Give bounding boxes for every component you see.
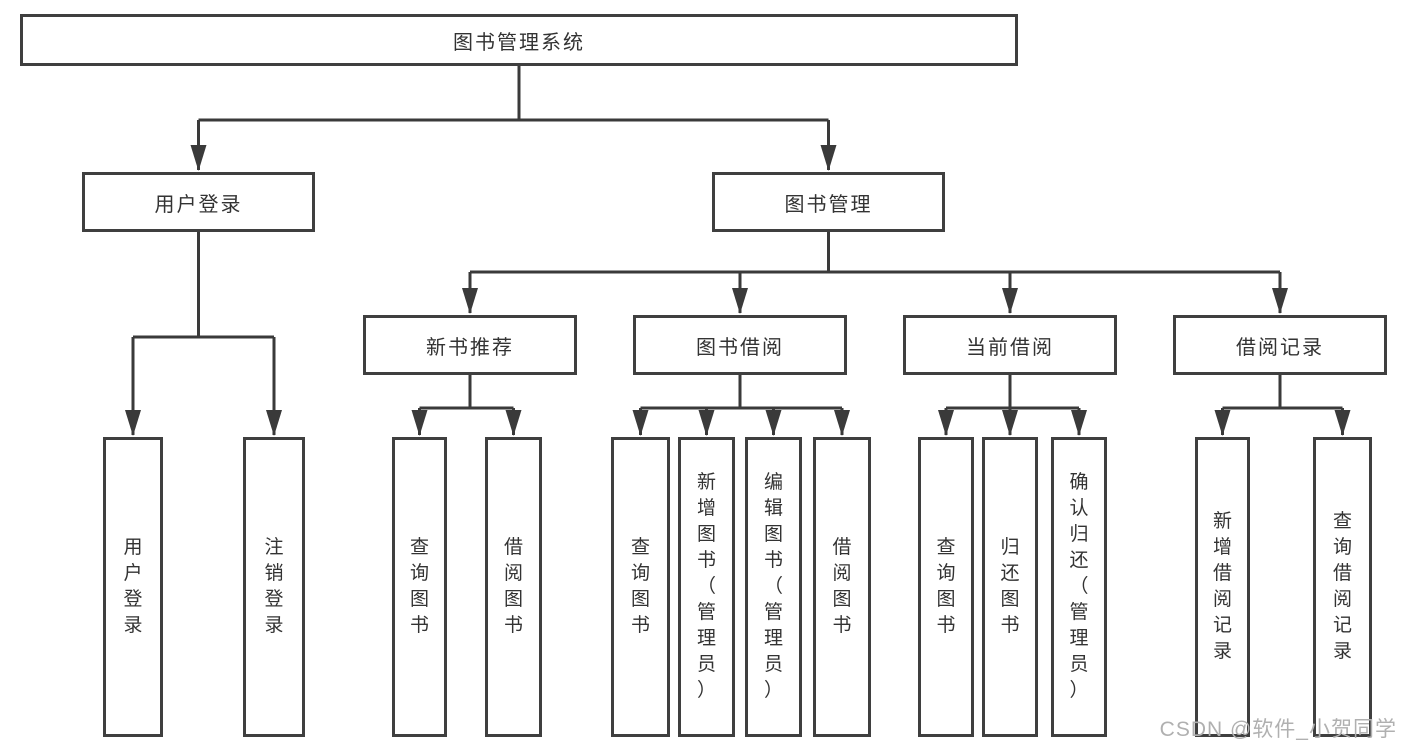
node-root-label: 图书管理系统	[453, 31, 585, 54]
leaf-add-borrow-record-label: 新增借阅记录	[1212, 511, 1232, 662]
leaf-user-login: 用户登录	[103, 437, 163, 737]
leaf-logout-label: 注销登录	[264, 537, 284, 636]
node-book-management-label: 图书管理	[784, 193, 873, 216]
leaf-add-book-admin: 新增图书（管理员）	[678, 437, 735, 737]
leaf-borrow-book-recommend-label: 借阅图书	[503, 537, 523, 636]
leaf-query-book-borrow: 查询图书	[611, 437, 670, 737]
node-book-management: 图书管理	[712, 172, 945, 232]
node-new-book-recommend: 新书推荐	[363, 315, 577, 375]
node-book-borrow-label: 图书借阅	[696, 336, 784, 359]
leaf-edit-book-admin: 编辑图书（管理员）	[745, 437, 802, 737]
node-user-login: 用户登录	[82, 172, 315, 232]
leaf-query-book-current-label: 查询图书	[936, 537, 956, 636]
node-borrow-records: 借阅记录	[1173, 315, 1387, 375]
node-new-book-recommend-label: 新书推荐	[426, 336, 514, 359]
leaf-user-login-label: 用户登录	[123, 537, 143, 636]
node-root: 图书管理系统	[20, 14, 1018, 66]
leaf-query-borrow-record: 查询借阅记录	[1313, 437, 1372, 737]
leaf-query-book-recommend-label: 查询图书	[409, 537, 429, 636]
watermark: CSDN @软件_小贺同学	[1159, 718, 1397, 741]
leaf-confirm-return-admin-label: 确认归还（管理员）	[1069, 472, 1089, 701]
leaf-query-book-borrow-label: 查询图书	[630, 537, 650, 636]
leaf-query-book-recommend: 查询图书	[392, 437, 447, 737]
leaf-return-book-label: 归还图书	[1000, 537, 1020, 636]
leaf-query-book-current: 查询图书	[918, 437, 974, 737]
leaf-return-book: 归还图书	[982, 437, 1038, 737]
node-borrow-records-label: 借阅记录	[1236, 336, 1324, 359]
leaf-edit-book-admin-label: 编辑图书（管理员）	[763, 472, 783, 701]
leaf-confirm-return-admin: 确认归还（管理员）	[1051, 437, 1107, 737]
node-book-borrow: 图书借阅	[633, 315, 847, 375]
node-current-borrow-label: 当前借阅	[966, 336, 1054, 359]
leaf-add-book-admin-label: 新增图书（管理员）	[696, 472, 716, 701]
leaf-borrow-book: 借阅图书	[813, 437, 871, 737]
leaf-add-borrow-record: 新增借阅记录	[1195, 437, 1250, 737]
node-user-login-label: 用户登录	[154, 193, 243, 216]
leaf-borrow-book-label: 借阅图书	[832, 537, 852, 636]
node-current-borrow: 当前借阅	[903, 315, 1117, 375]
leaf-query-borrow-record-label: 查询借阅记录	[1332, 511, 1352, 662]
leaf-borrow-book-recommend: 借阅图书	[485, 437, 542, 737]
leaf-logout: 注销登录	[243, 437, 305, 737]
